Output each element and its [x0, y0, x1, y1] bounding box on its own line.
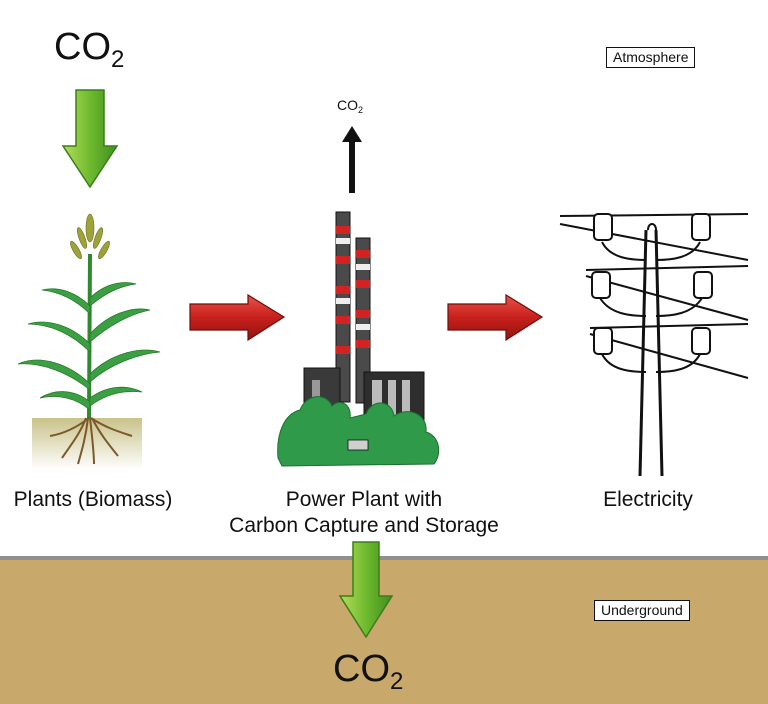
black-arrow-up-icon [342, 126, 362, 193]
green-arrow-down-icon [338, 541, 394, 639]
power-plant-caption-line1: Power Plant with [285, 488, 443, 511]
electricity-caption: Electricity [603, 488, 693, 511]
atmosphere-label: Atmosphere [606, 47, 696, 68]
red-arrow-right-icon [189, 293, 286, 342]
power-plant-caption: Power Plant with Carbon Capture and Stor… [204, 487, 524, 539]
underground-layer [0, 558, 768, 704]
co2-emission-label: CO2 [337, 97, 364, 115]
plant-icon [17, 213, 161, 470]
underground-label: Underground [594, 600, 690, 621]
power-plant-caption-line2: Carbon Capture and Storage [229, 514, 499, 537]
utility-pole-icon [559, 213, 749, 477]
power-plant-icon [277, 211, 440, 467]
ground-surface-line [0, 556, 768, 560]
co2-top-label: CO2 [54, 26, 125, 73]
red-arrow-right-icon [447, 293, 544, 342]
green-arrow-down-icon [61, 89, 119, 189]
co2-bottom-label: CO2 [333, 648, 404, 695]
plants-caption: Plants (Biomass) [13, 488, 173, 511]
